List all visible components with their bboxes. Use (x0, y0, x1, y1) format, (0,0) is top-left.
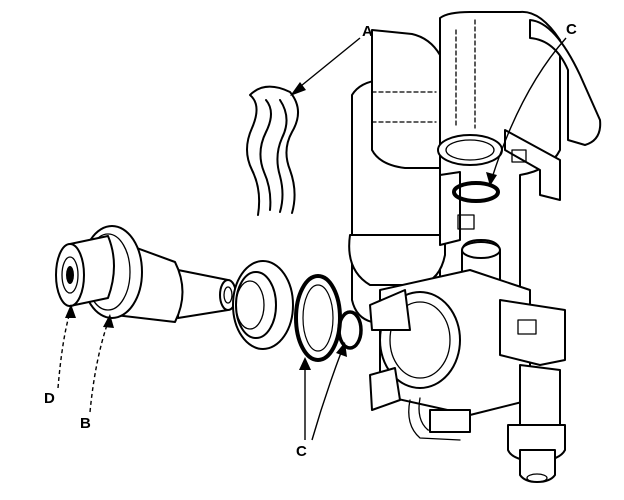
retaining-clip (246, 85, 299, 216)
callout-d-label: D (44, 390, 55, 407)
callout-c-bottom-label: C (296, 443, 307, 460)
large-o-ring (294, 274, 342, 362)
leader-lines (57, 37, 567, 441)
small-o-ring (337, 310, 363, 350)
pcv-valve (55, 225, 237, 323)
callout-b-label: B (80, 415, 91, 432)
valve-body (369, 239, 566, 483)
housing-body (348, 10, 602, 323)
callout-a-label: A (362, 23, 373, 40)
callout-c-top-label: C (566, 21, 577, 38)
grommet-washer (232, 260, 294, 350)
upper-o-ring (452, 181, 500, 203)
